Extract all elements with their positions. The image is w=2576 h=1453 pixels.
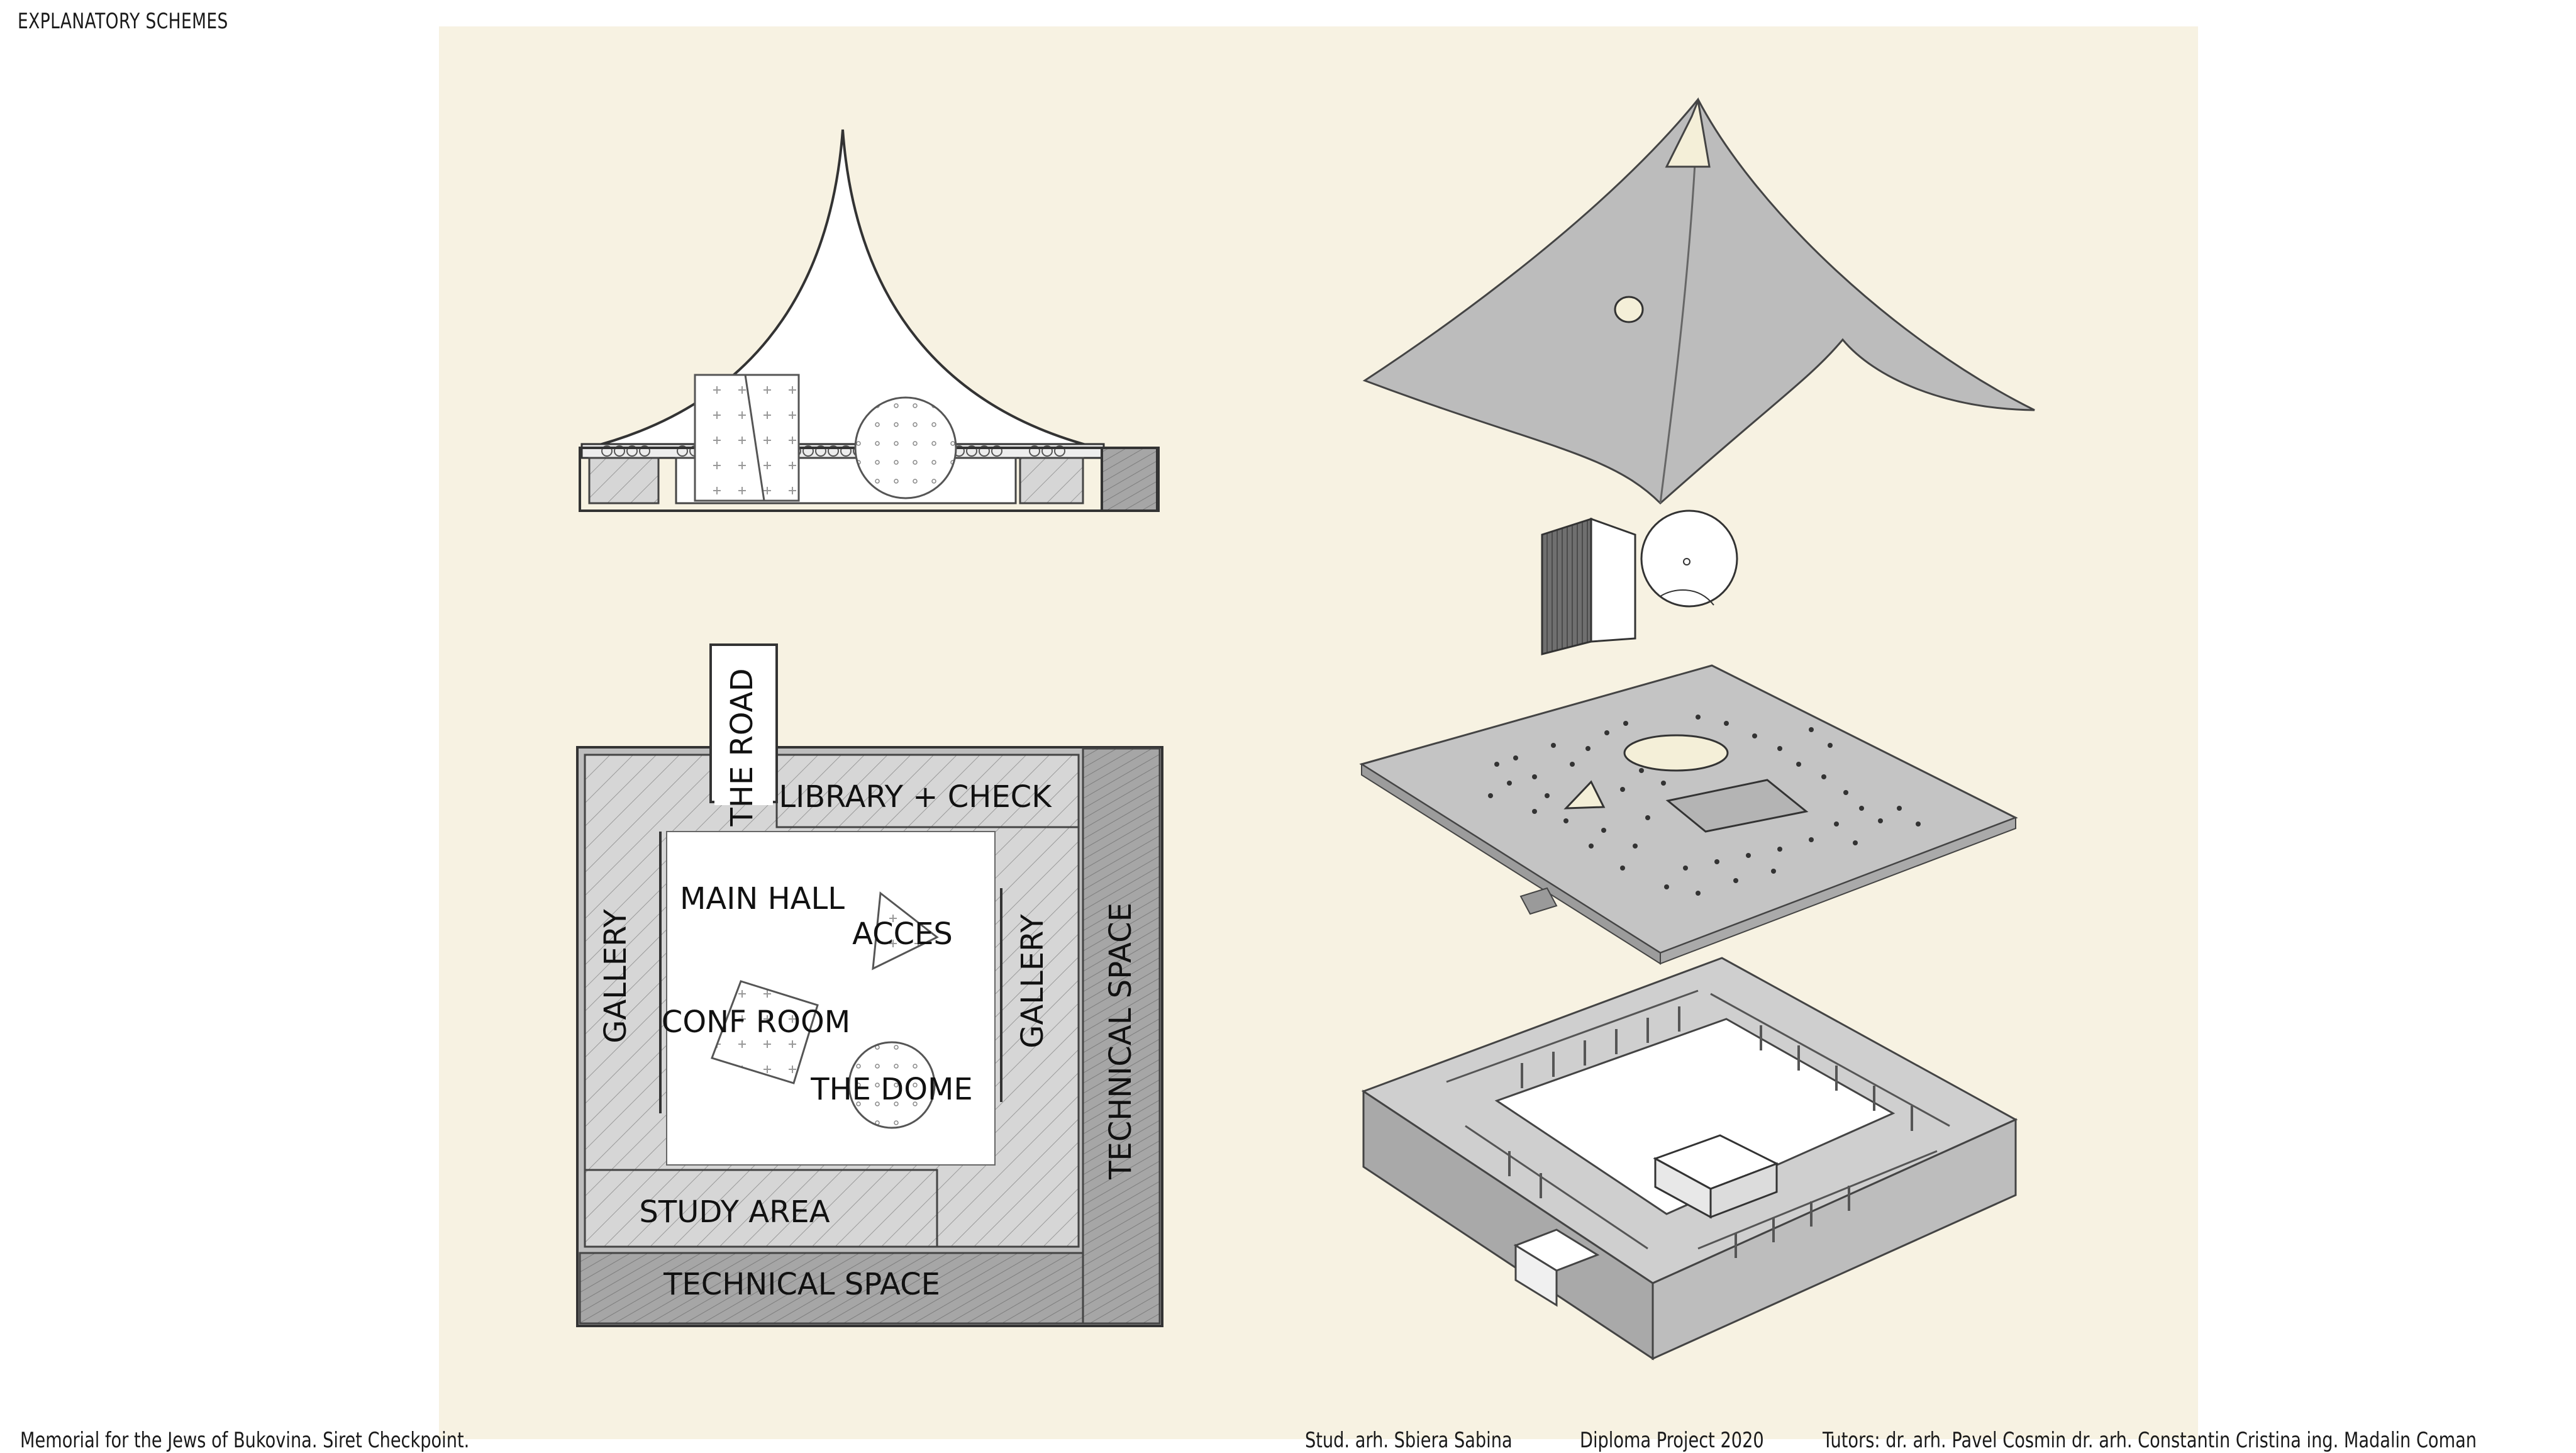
label-study: STUDY AREA [639, 1194, 830, 1230]
label-conf-room: CONF ROOM [662, 1005, 850, 1040]
conf-room-square [711, 980, 819, 1084]
roof-tent [1362, 97, 2035, 505]
exploded-axonometric [1359, 97, 2035, 1361]
dome-circle [848, 1041, 936, 1129]
dome-section [854, 396, 957, 499]
roof-skylight [1665, 97, 1711, 168]
label-library: LIBRARY + CHECK [779, 779, 1052, 815]
footer-student: Stud. arh. Sbiera Sabina [1305, 1428, 1513, 1453]
slab-perforation-dots [1488, 715, 1921, 896]
label-technical-right: TECHNICAL SPACE [1103, 903, 1138, 1180]
technical-right [1082, 747, 1161, 1325]
ground-level-model [1361, 957, 2018, 1361]
slab-rect-opening [1665, 779, 1809, 833]
label-gallery-left: GALLERY [598, 909, 633, 1044]
partition-walls [1508, 1006, 1913, 1258]
label-acces: ACCES [852, 916, 953, 952]
library-block [775, 754, 1080, 828]
ceiling-band [580, 443, 1105, 459]
basement-tech [1101, 447, 1158, 512]
basement-right [1019, 457, 1084, 504]
study-block [584, 1169, 938, 1248]
floor-plan: THE ROAD LIBRARY + CHECK MAIN HALL ACCES… [576, 643, 1163, 1327]
slab-triangle-opening [1563, 780, 1606, 810]
footer-tutors: Tutors: dr. arh. Pavel Cosmin dr. arh. C… [1823, 1428, 2477, 1453]
basement-left [588, 457, 660, 504]
inner-court [1494, 1018, 1896, 1215]
roof-oculus [1614, 296, 1644, 323]
page-title: EXPLANATORY SCHEMES [18, 9, 228, 34]
slab-oculus [1623, 734, 1729, 772]
main-hall-area [666, 831, 996, 1166]
footer-project: Memorial for the Jews of Bukovina. Siret… [20, 1428, 470, 1453]
label-road: THE ROAD [724, 668, 760, 827]
dome-sphere [1640, 509, 1738, 608]
roof-section [587, 129, 1098, 449]
conf-room-wall [1541, 517, 1592, 655]
label-dome: THE DOME [810, 1072, 972, 1107]
label-main-hall: MAIN HALL [680, 881, 845, 916]
technical-bottom [579, 1252, 1084, 1325]
section-drawing [579, 129, 1160, 512]
label-technical-bottom: TECHNICAL SPACE [663, 1267, 940, 1302]
footer-diploma: Diploma Project 2020 [1580, 1428, 1764, 1453]
conf-room-section [694, 374, 800, 502]
label-gallery-right: GALLERY [1015, 914, 1050, 1049]
acces-triangle [872, 891, 939, 971]
